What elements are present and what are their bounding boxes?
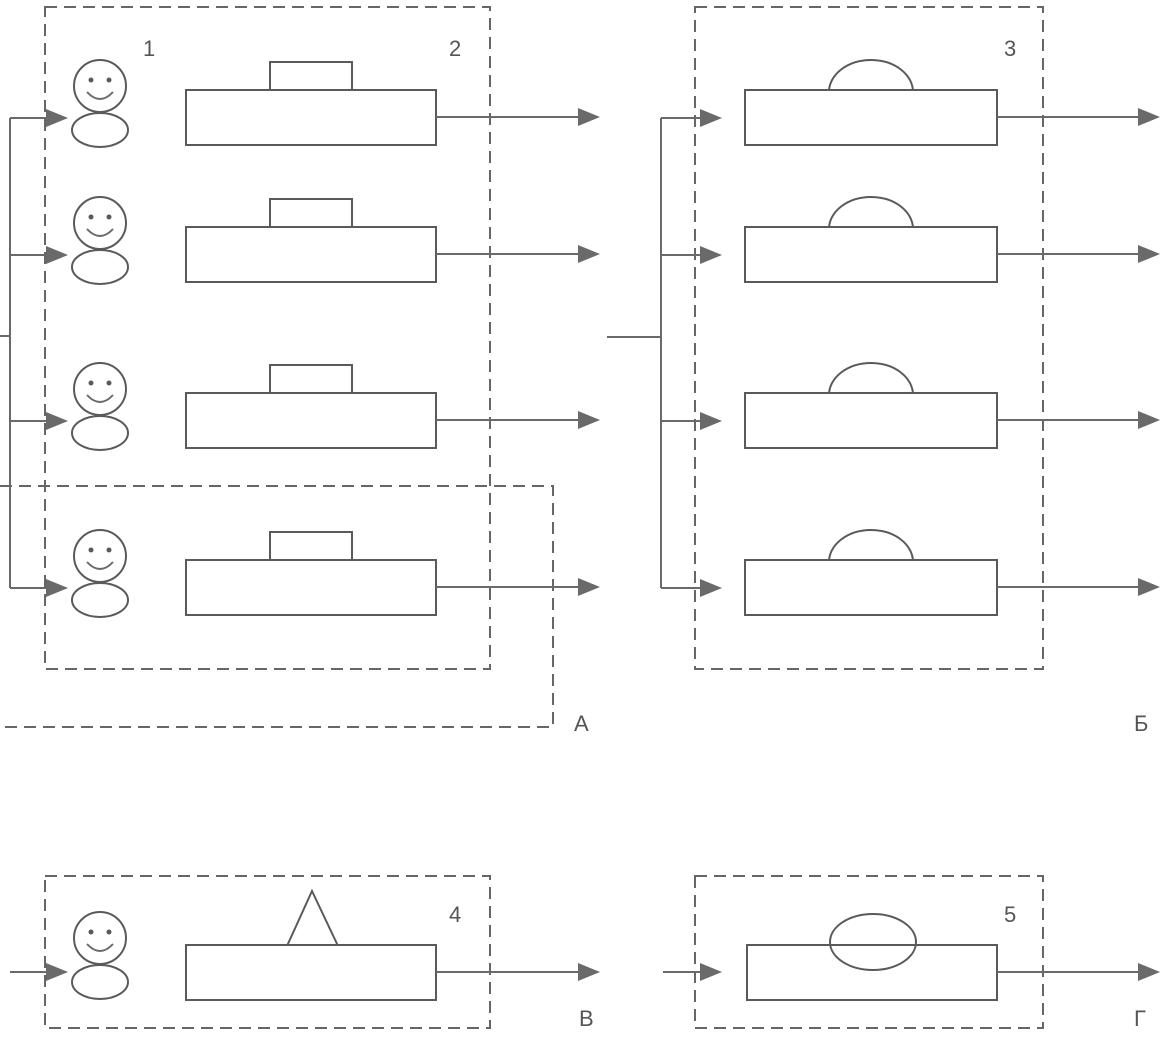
machine-top-ellipse bbox=[829, 913, 917, 971]
group-a-inner-boundary bbox=[44, 6, 491, 670]
station-b-3 bbox=[661, 362, 1160, 449]
label-5: 5 bbox=[1004, 902, 1016, 927]
machine-body bbox=[744, 226, 998, 283]
group-b-boundary bbox=[694, 6, 1044, 670]
machine-body bbox=[746, 944, 998, 1001]
arrow-icon bbox=[46, 246, 68, 264]
label-2: 2 bbox=[449, 36, 461, 61]
machine-top-rect bbox=[269, 531, 353, 563]
arrow-icon bbox=[578, 108, 600, 126]
group-b: 3 Б bbox=[607, 6, 1160, 736]
arrow-icon bbox=[1138, 963, 1160, 981]
arrow-icon bbox=[700, 412, 722, 430]
arrow-icon bbox=[578, 963, 600, 981]
arrow-icon bbox=[578, 578, 600, 596]
arrow-icon bbox=[700, 246, 722, 264]
arrow-icon bbox=[46, 412, 68, 430]
group-a-outer-boundary bbox=[0, 485, 554, 728]
operator-icon bbox=[71, 362, 129, 451]
label-a: А bbox=[574, 711, 589, 736]
station-a-4 bbox=[10, 529, 600, 618]
operator-icon bbox=[71, 196, 129, 285]
machine-body bbox=[185, 559, 437, 616]
arrow-icon bbox=[46, 109, 68, 127]
label-v: В bbox=[579, 1006, 594, 1031]
machine-top-dome bbox=[827, 196, 915, 230]
arrow-icon bbox=[1138, 108, 1160, 126]
machine-top-dome bbox=[827, 59, 915, 93]
arrow-icon bbox=[1138, 411, 1160, 429]
machine-top-rect bbox=[269, 364, 353, 396]
group-v-boundary bbox=[44, 875, 491, 1029]
group-v: 4 В bbox=[10, 875, 600, 1031]
arrow-icon bbox=[700, 109, 722, 127]
arrow-icon bbox=[46, 579, 68, 597]
machine-top-dome bbox=[827, 529, 915, 563]
group-a: 1 2 А bbox=[0, 6, 600, 736]
machine-top-dome bbox=[827, 362, 915, 396]
machine-body bbox=[744, 89, 998, 146]
arrow-icon bbox=[578, 245, 600, 263]
machine-body bbox=[744, 392, 998, 449]
label-g: Г bbox=[1134, 1006, 1146, 1031]
station-a-1 bbox=[10, 59, 600, 148]
label-1: 1 bbox=[143, 36, 155, 61]
station-a-3 bbox=[10, 362, 600, 451]
machine-body bbox=[185, 944, 437, 1001]
group-g-boundary bbox=[694, 875, 1044, 1029]
arrow-icon bbox=[1138, 578, 1160, 596]
station-a-2 bbox=[10, 196, 600, 285]
operator-icon bbox=[71, 529, 129, 618]
operator-icon bbox=[71, 59, 129, 148]
group-g: 5 Г bbox=[663, 875, 1160, 1031]
arrow-icon bbox=[1138, 245, 1160, 263]
machine-top-rect bbox=[269, 61, 353, 93]
arrow-icon bbox=[700, 579, 722, 597]
label-b: Б bbox=[1134, 711, 1148, 736]
machine-body bbox=[185, 89, 437, 146]
label-4: 4 bbox=[449, 902, 461, 927]
arrow-icon bbox=[700, 963, 722, 981]
machine-top-triangle bbox=[285, 888, 340, 947]
arrow-icon bbox=[578, 411, 600, 429]
label-3: 3 bbox=[1004, 36, 1016, 61]
station-b-4 bbox=[661, 529, 1160, 616]
machine-top-rect bbox=[269, 198, 353, 230]
machine-body bbox=[185, 226, 437, 283]
machine-body bbox=[185, 392, 437, 449]
operator-icon bbox=[71, 911, 129, 1000]
station-b-1 bbox=[661, 59, 1160, 146]
arrow-icon bbox=[46, 963, 68, 981]
station-b-2 bbox=[661, 196, 1160, 283]
machine-body bbox=[744, 559, 998, 616]
